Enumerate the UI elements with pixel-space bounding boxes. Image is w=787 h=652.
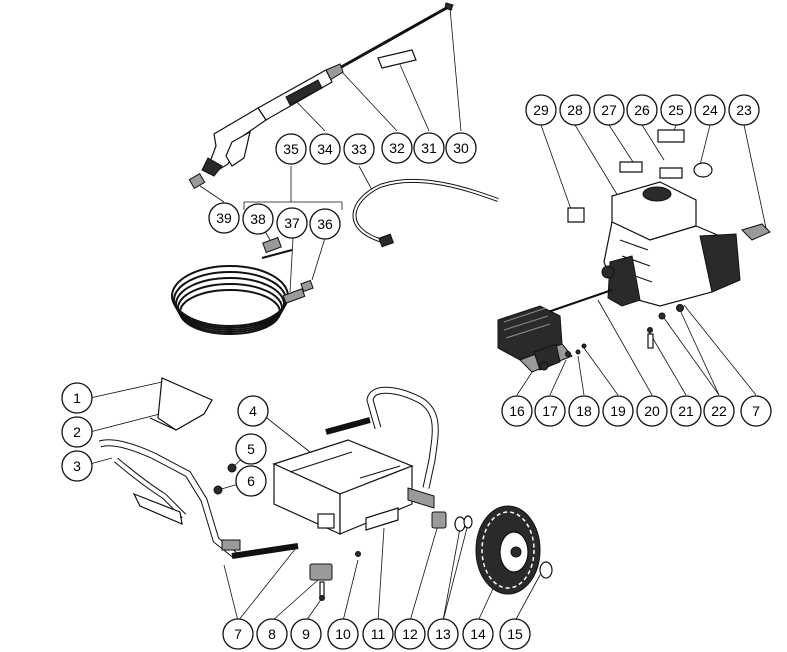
callout-26: 26: [626, 94, 658, 126]
svg-text:2: 2: [73, 424, 81, 440]
callout-24: 24: [694, 94, 726, 126]
small-parts: [213, 463, 473, 601]
callout-23: 23: [728, 94, 760, 126]
callout-34: 34: [309, 133, 341, 165]
svg-text:23: 23: [736, 102, 752, 118]
callout-13: 13: [427, 618, 459, 650]
svg-text:3: 3: [73, 458, 81, 474]
svg-text:21: 21: [678, 403, 694, 419]
callout-29: 29: [525, 94, 557, 126]
svg-text:32: 32: [389, 140, 405, 156]
callout-36: 36: [309, 208, 341, 240]
svg-text:30: 30: [453, 140, 469, 156]
callout-32: 32: [381, 132, 413, 164]
svg-text:33: 33: [351, 141, 367, 157]
svg-text:10: 10: [335, 626, 351, 642]
svg-text:19: 19: [610, 403, 626, 419]
svg-text:25: 25: [668, 102, 684, 118]
svg-text:5: 5: [247, 441, 255, 457]
svg-text:13: 13: [435, 626, 451, 642]
svg-text:34: 34: [317, 141, 333, 157]
svg-text:20: 20: [644, 403, 660, 419]
callout-27: 27: [593, 94, 625, 126]
callout-12: 12: [394, 618, 426, 650]
svg-text:39: 39: [216, 210, 232, 226]
callout-25: 25: [660, 94, 692, 126]
svg-text:8: 8: [268, 626, 276, 642]
svg-text:26: 26: [634, 102, 650, 118]
callout-21: 21: [670, 395, 702, 427]
svg-text:36: 36: [317, 216, 333, 232]
callout-11: 11: [362, 618, 394, 650]
pump: [497, 305, 587, 373]
callout-3: 3: [61, 450, 93, 482]
svg-text:28: 28: [567, 102, 583, 118]
callout-17: 17: [534, 395, 566, 427]
callout-37: 37: [276, 207, 308, 239]
callout-4: 4: [237, 395, 269, 427]
svg-text:6: 6: [247, 473, 255, 489]
callouts: 1 2 3 4 5 6 7 8 9 10 11 12 13 14 15 16 1…: [61, 94, 772, 650]
svg-text:37: 37: [284, 215, 300, 231]
callout-10: 10: [327, 618, 359, 650]
callout-7-frame: 7: [222, 618, 254, 650]
callout-20: 20: [636, 395, 668, 427]
svg-text:15: 15: [507, 626, 523, 642]
spray-gun-assembly: [188, 2, 454, 190]
callout-30: 30: [445, 132, 477, 164]
callout-19: 19: [602, 395, 634, 427]
svg-text:7: 7: [752, 403, 760, 419]
callout-14: 14: [462, 618, 494, 650]
callout-39: 39: [208, 202, 240, 234]
callout-22: 22: [703, 395, 735, 427]
svg-text:7: 7: [234, 626, 242, 642]
svg-text:18: 18: [576, 403, 592, 419]
callout-6: 6: [235, 465, 267, 497]
extension-hose: [352, 178, 499, 248]
callout-15: 15: [499, 618, 531, 650]
callout-28: 28: [559, 94, 591, 126]
callout-9: 9: [290, 618, 322, 650]
callout-7-engine: 7: [740, 395, 772, 427]
callout-33: 33: [343, 133, 375, 165]
svg-text:14: 14: [470, 626, 486, 642]
callout-16: 16: [501, 395, 533, 427]
svg-text:16: 16: [509, 403, 525, 419]
svg-text:22: 22: [711, 403, 727, 419]
hose-coil: [171, 236, 314, 335]
callout-18: 18: [568, 395, 600, 427]
svg-text:29: 29: [533, 102, 549, 118]
frame: [98, 377, 439, 559]
wheel: [475, 505, 553, 595]
svg-text:27: 27: [601, 102, 617, 118]
callout-2: 2: [61, 416, 93, 448]
callout-31: 31: [413, 132, 445, 164]
callout-5: 5: [235, 433, 267, 465]
leader-lines: [89, 7, 767, 622]
svg-text:4: 4: [249, 403, 257, 419]
decals: [377, 49, 713, 223]
svg-text:35: 35: [283, 141, 299, 157]
svg-text:12: 12: [402, 626, 418, 642]
svg-text:31: 31: [421, 140, 437, 156]
callout-38: 38: [242, 203, 274, 235]
callout-8: 8: [256, 618, 288, 650]
callout-1: 1: [61, 382, 93, 414]
svg-text:9: 9: [302, 626, 310, 642]
svg-text:11: 11: [371, 626, 386, 642]
callout-35: 35: [275, 133, 307, 165]
svg-text:38: 38: [250, 211, 266, 227]
svg-text:17: 17: [542, 403, 558, 419]
engine: [547, 181, 771, 349]
svg-text:1: 1: [73, 390, 81, 406]
svg-text:24: 24: [702, 102, 718, 118]
